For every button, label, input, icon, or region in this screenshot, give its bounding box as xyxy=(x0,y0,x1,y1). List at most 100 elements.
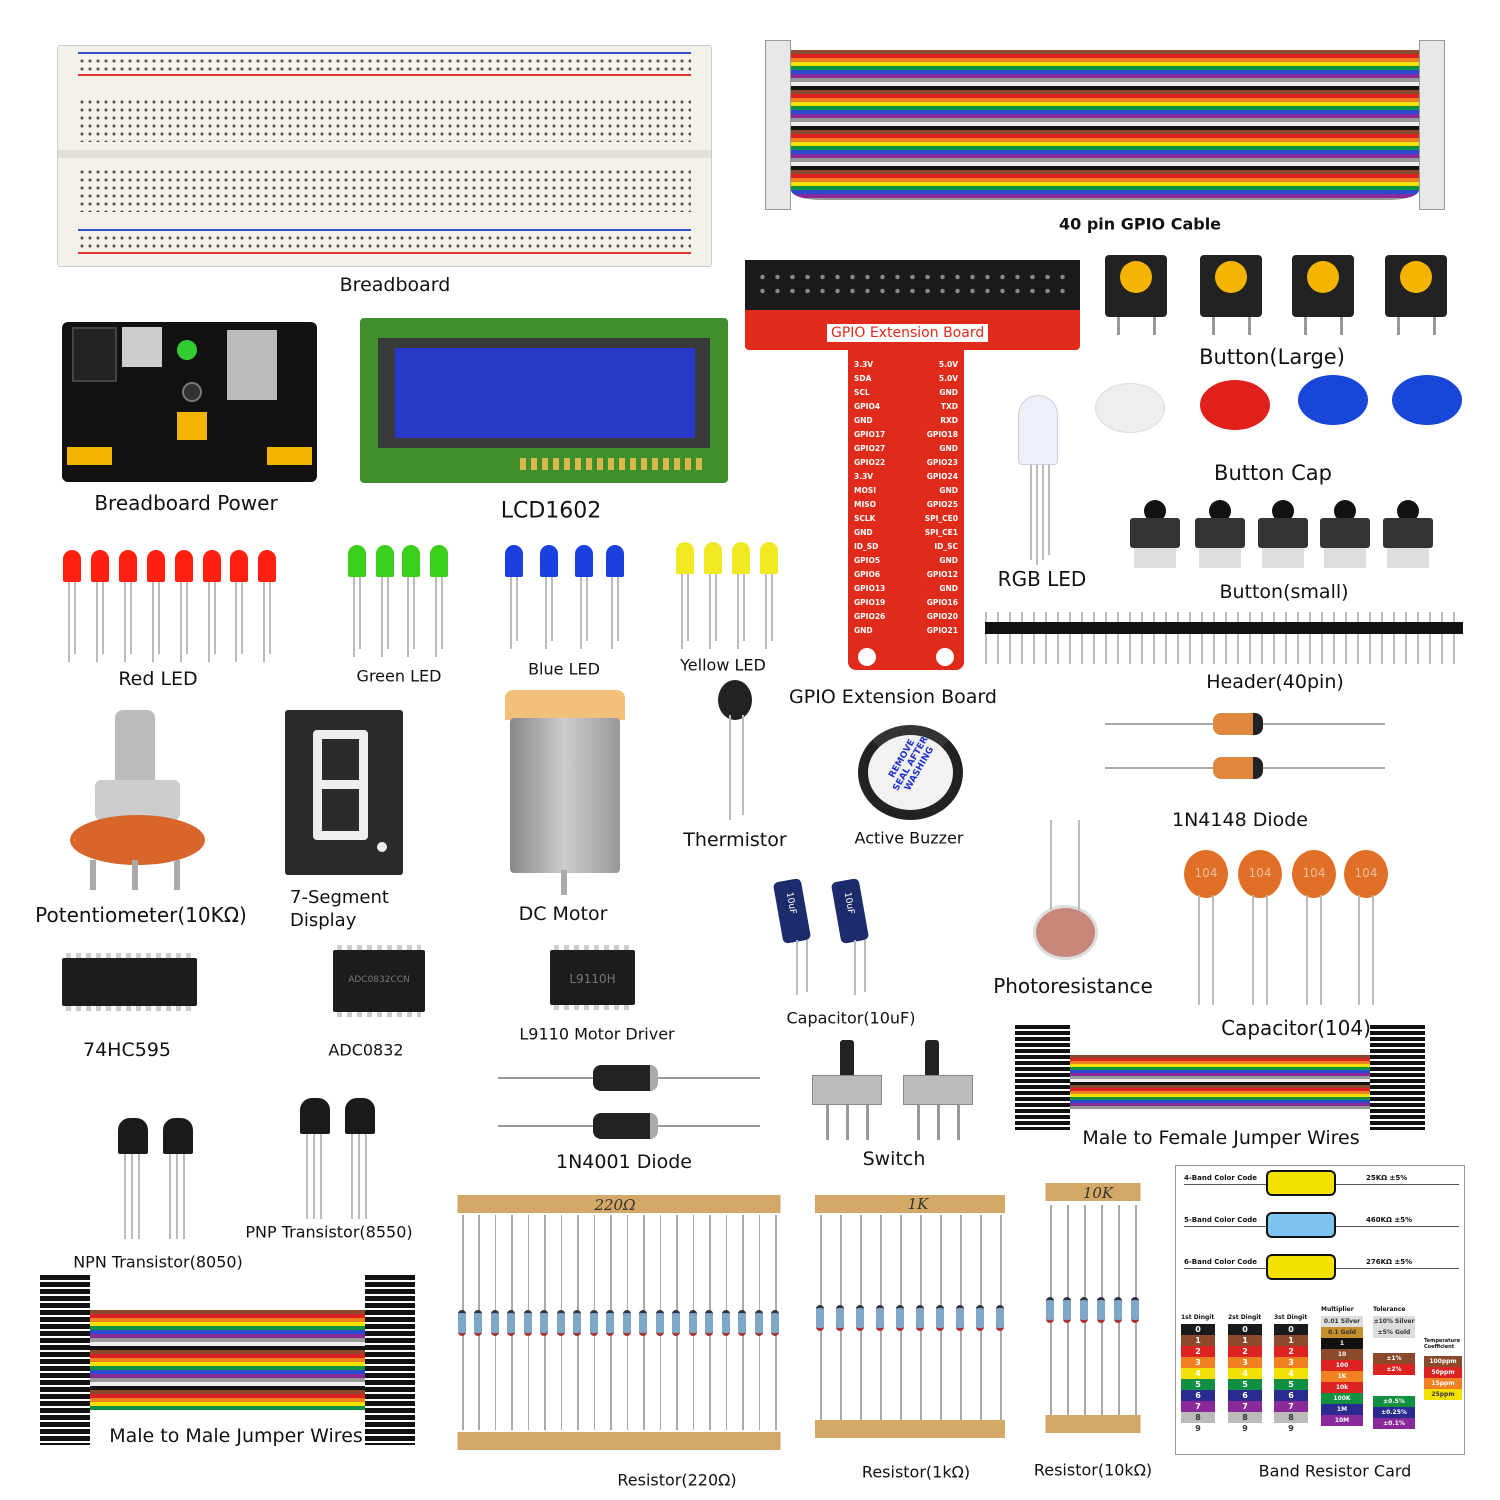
gpio-pin-label: GPIO5 xyxy=(854,556,881,565)
card-multiplier: 1 xyxy=(1321,1338,1363,1349)
led xyxy=(704,542,722,574)
gpio-pin-label: GPIO19 xyxy=(854,598,886,607)
resistor xyxy=(996,1304,1004,1331)
card-row-name: 6-Band Color Code xyxy=(1184,1258,1258,1266)
lcd1602-image xyxy=(360,318,728,483)
dc-motor-image xyxy=(505,690,625,900)
small-button xyxy=(1144,500,1166,522)
resistor xyxy=(1131,1297,1139,1323)
button-cap-label: Button Cap xyxy=(1214,461,1332,485)
breadboard-image xyxy=(57,45,712,267)
resistor-220-label: Resistor(220Ω) xyxy=(617,1470,737,1490)
card-multiplier: 1K xyxy=(1321,1371,1363,1382)
card-multiplier: 10k xyxy=(1321,1382,1363,1393)
resistor xyxy=(856,1304,864,1331)
card-digit: 6 xyxy=(1228,1390,1262,1401)
led xyxy=(230,550,248,582)
card-digit: 7 xyxy=(1274,1401,1308,1412)
adc0832-label: ADC0832 xyxy=(328,1040,404,1060)
gpio-cable-label: 40 pin GPIO Cable xyxy=(1058,214,1222,234)
card-header: 1st Dingit xyxy=(1181,1314,1215,1321)
gpio-board-silk: GPIO Extension Board xyxy=(827,324,989,342)
card-digit: 0 xyxy=(1274,1324,1308,1335)
photoresistance-image xyxy=(1033,905,1098,960)
card-digit: 7 xyxy=(1228,1401,1262,1412)
gpio-pin-label: GPIO16 xyxy=(926,598,958,607)
resistor xyxy=(523,1309,532,1336)
gpio-pin-label: GPIO25 xyxy=(926,500,958,509)
led xyxy=(575,545,593,577)
small-button xyxy=(1272,500,1294,522)
small-button xyxy=(1334,500,1356,522)
header-label: Header(40pin) xyxy=(1206,671,1344,693)
adc0832-image: ADC0832CCN xyxy=(333,945,425,1017)
led xyxy=(119,550,137,582)
card-header: Tolerance xyxy=(1373,1306,1406,1313)
gpio-pin-label: ID_SC xyxy=(934,542,958,551)
card-tempco: 25ppm xyxy=(1424,1389,1462,1400)
breadboard-power-image xyxy=(62,322,317,482)
potentiometer-image xyxy=(70,710,205,890)
gpio-pin-label: TXD xyxy=(940,402,958,411)
l9110-label: L9110 Motor Driver xyxy=(519,1024,675,1044)
resistor xyxy=(976,1304,984,1331)
diode-1n4148-image xyxy=(1105,705,1385,785)
card-digit: 5 xyxy=(1228,1379,1262,1390)
card-tolerance: ±0.25% xyxy=(1373,1407,1415,1418)
large-button xyxy=(1200,255,1262,317)
resistor xyxy=(655,1309,664,1336)
card-resistor xyxy=(1266,1212,1336,1238)
tape-10k-marking: 10K xyxy=(1082,1184,1114,1202)
gpio-pin-label: SPI_CE0 xyxy=(924,514,958,523)
potentiometer-label: Potentiometer(10KΩ) xyxy=(35,903,247,927)
led xyxy=(91,550,109,582)
gpio-pin-label: MISO xyxy=(854,500,877,509)
resistor xyxy=(1046,1297,1054,1323)
capacitor-10uf-label: Capacitor(10uF) xyxy=(786,1008,916,1028)
card-digit: 2 xyxy=(1228,1346,1262,1357)
card-multiplier: 1M xyxy=(1321,1404,1363,1415)
gpio-pin-label: GND xyxy=(939,556,958,565)
thermistor-label: Thermistor xyxy=(683,829,787,851)
card-digit: 0 xyxy=(1181,1324,1215,1335)
led xyxy=(732,542,750,574)
resistor-tape xyxy=(815,1195,1005,1213)
card-digit: 6 xyxy=(1274,1390,1308,1401)
resistor xyxy=(622,1309,631,1336)
l9110-image: L9110H xyxy=(550,945,635,1010)
capacitor-104-label: Capacitor(104) xyxy=(1221,1016,1371,1040)
resistor xyxy=(956,1304,964,1331)
resistor-1k-label: Resistor(1kΩ) xyxy=(861,1462,971,1482)
gpio-pin-label: GPIO20 xyxy=(926,612,958,621)
card-digit: 4 xyxy=(1181,1368,1215,1379)
button-cap-white xyxy=(1095,383,1165,433)
led xyxy=(376,545,394,577)
resistor xyxy=(1114,1297,1122,1323)
gpio-pin-label: ID_SD xyxy=(854,542,879,551)
card-row-value: 276KΩ ±5% xyxy=(1366,1258,1413,1266)
card-tolerance: ±5% Gold xyxy=(1373,1327,1415,1338)
card-tempco: 100ppm xyxy=(1424,1356,1462,1367)
dc-motor-label: DC Motor xyxy=(518,903,608,925)
gpio-pin-label: GPIO18 xyxy=(926,430,958,439)
resistor-tape xyxy=(815,1420,1005,1438)
card-row-value: 25KΩ ±5% xyxy=(1366,1174,1408,1182)
gpio-pin-label: GPIO23 xyxy=(926,458,958,467)
resistor xyxy=(816,1304,824,1331)
band-resistor-card-label: Band Resistor Card xyxy=(1258,1461,1412,1481)
switch-image xyxy=(903,1040,973,1140)
resistor xyxy=(836,1304,844,1331)
card-resistor xyxy=(1266,1170,1336,1196)
breadboard-power-label: Breadboard Power xyxy=(94,491,278,515)
resistor xyxy=(507,1309,516,1336)
gpio-pin-label: GPIO6 xyxy=(854,570,881,579)
resistor xyxy=(1063,1297,1071,1323)
card-header: Multiplier xyxy=(1321,1306,1354,1313)
gpio-pin-label: GPIO26 xyxy=(854,612,886,621)
gpio-pin-label: GND xyxy=(854,626,873,635)
card-digit: 1 xyxy=(1274,1335,1308,1346)
gpio-pin-label: 5.0V xyxy=(938,374,958,383)
led xyxy=(147,550,165,582)
resistor xyxy=(589,1309,598,1336)
